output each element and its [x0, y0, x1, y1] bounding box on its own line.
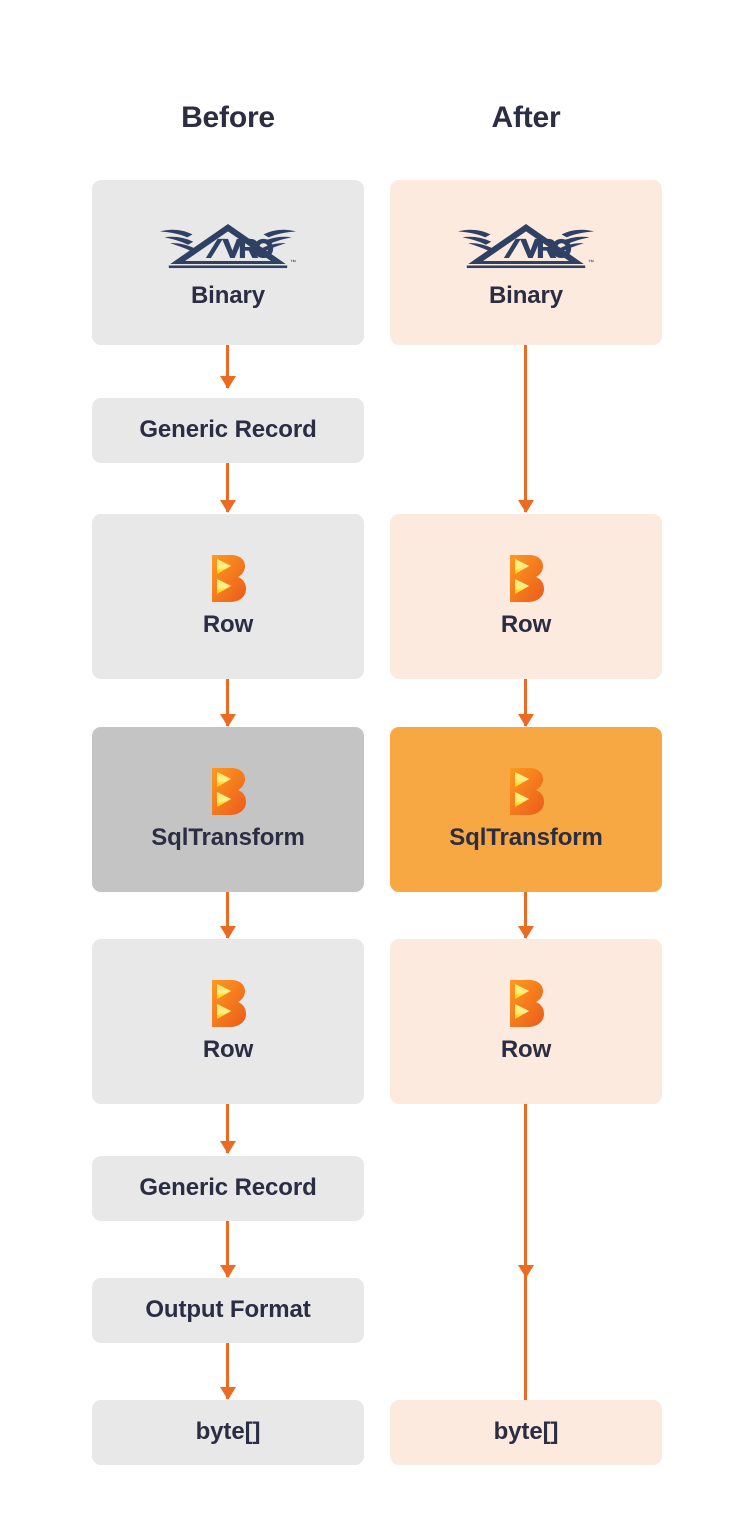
svg-text:™: ™ [290, 259, 296, 266]
beam-logo-icon [507, 767, 545, 815]
node-after-bytes: byte[] [390, 1400, 662, 1465]
node-label: Output Format [145, 1296, 311, 1324]
node-label: Generic Record [139, 1174, 317, 1202]
node-before-generic-record-2: Generic Record [92, 1156, 364, 1221]
svg-text:™: ™ [588, 259, 594, 266]
beam-logo-icon [507, 979, 545, 1027]
connector-arrow [226, 679, 229, 726]
node-label: Row [202, 1035, 254, 1063]
node-label: Binary [488, 282, 564, 310]
node-label: SqlTransform [151, 823, 305, 851]
node-before-row-2: Row [92, 939, 364, 1104]
node-before-sqltransform: SqlTransform [92, 727, 364, 892]
node-after-binary: ™ Binary [390, 180, 662, 345]
beam-logo-icon [209, 979, 247, 1027]
node-label: byte[] [195, 1418, 261, 1446]
beam-logo-icon [209, 767, 247, 815]
connector-arrow [226, 463, 229, 512]
connector-arrow [226, 1221, 229, 1277]
node-before-binary: ™ Binary [92, 180, 364, 345]
connector-arrow [226, 892, 229, 938]
node-before-generic-record: Generic Record [92, 398, 364, 463]
beam-logo-icon [507, 554, 545, 602]
connector-arrow [524, 892, 527, 938]
connector-arrow [226, 345, 229, 388]
node-after-sqltransform: SqlTransform [390, 727, 662, 892]
node-label: SqlTransform [449, 823, 603, 851]
node-label: Row [202, 610, 254, 638]
column-heading-before: Before [181, 101, 275, 134]
column-heading-after: After [491, 101, 561, 134]
node-after-row-2: Row [390, 939, 662, 1104]
node-before-output-format: Output Format [92, 1278, 364, 1343]
node-label: byte[] [493, 1418, 559, 1446]
node-after-row-1: Row [390, 514, 662, 679]
connector-arrow [524, 1104, 527, 1277]
avro-logo-icon: ™ [154, 215, 302, 273]
node-label: Row [500, 1035, 552, 1063]
connector-arrow [226, 1343, 229, 1399]
node-before-bytes: byte[] [92, 1400, 364, 1465]
avro-logo-icon: ™ [452, 215, 600, 273]
connector-line [524, 1277, 527, 1400]
node-label: Binary [190, 282, 266, 310]
connector-arrow [524, 345, 527, 512]
node-label: Row [500, 610, 552, 638]
node-before-row-1: Row [92, 514, 364, 679]
node-label: Generic Record [139, 416, 317, 444]
connector-arrow [226, 1104, 229, 1153]
connector-arrow [524, 679, 527, 726]
beam-logo-icon [209, 554, 247, 602]
